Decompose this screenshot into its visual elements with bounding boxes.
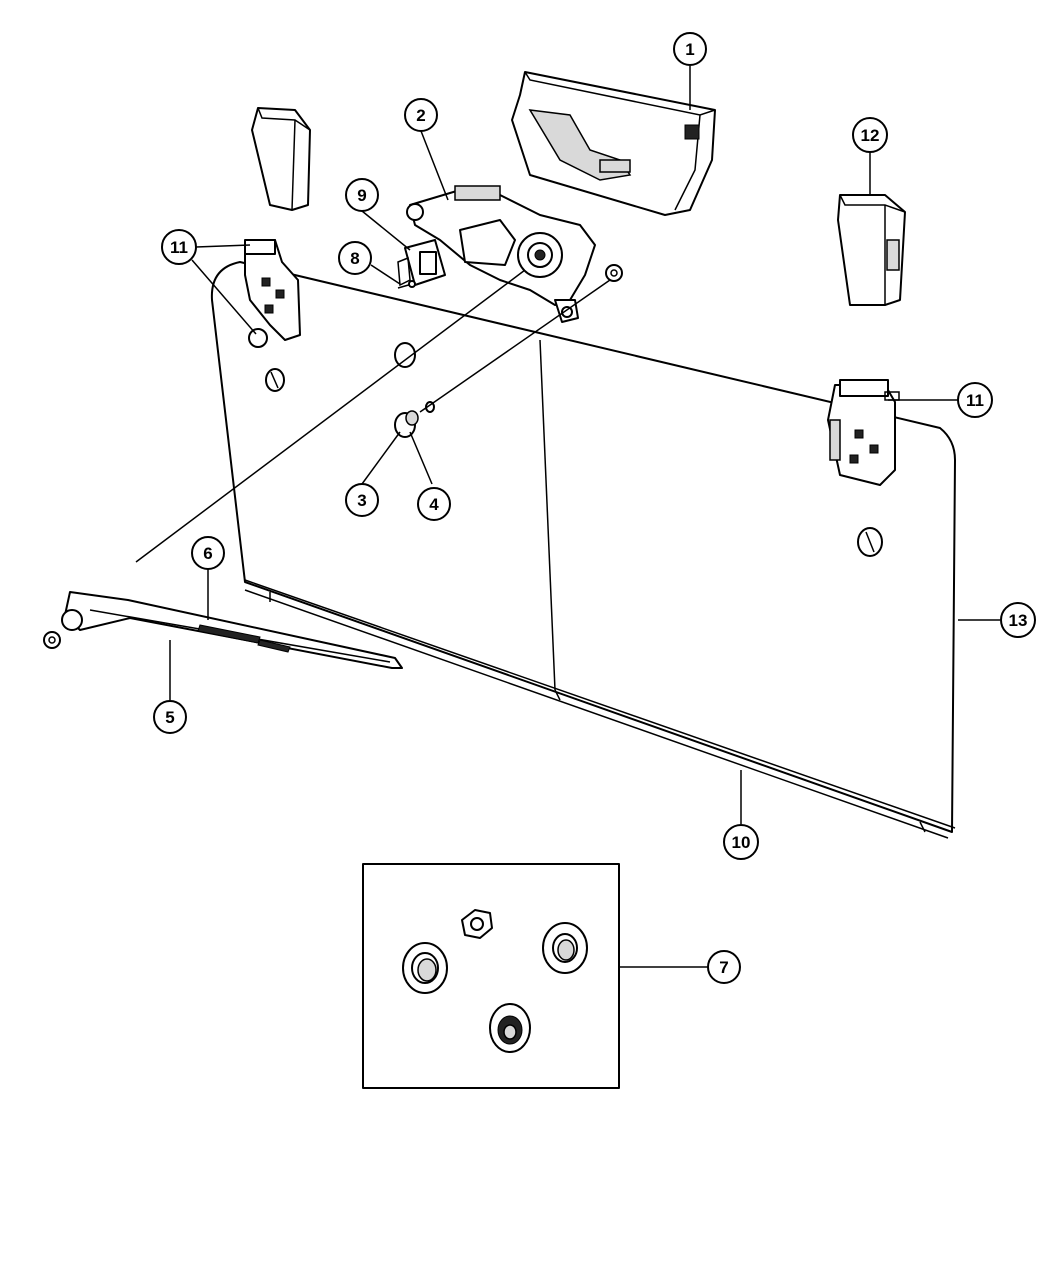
callout-11-right: 11 [957, 382, 993, 418]
callout-1: 1 [673, 32, 707, 66]
right-hinge-cover [837, 194, 906, 306]
grommet-nut [605, 264, 623, 282]
callout-label: 7 [719, 958, 728, 977]
callout-label: 10 [732, 833, 751, 852]
callout-12: 12 [852, 117, 888, 153]
callout-label: 1 [685, 40, 694, 59]
callout-label: 11 [966, 391, 984, 410]
wiper-arm-and-blade [43, 591, 403, 669]
rear-window-glass [210, 261, 956, 839]
callout-label: 12 [861, 126, 880, 145]
callout-label: 2 [416, 106, 425, 125]
hardware-kit-box [362, 863, 620, 1089]
upper-trim-cover [511, 71, 716, 216]
callout-13: 13 [1000, 602, 1036, 638]
callout-10: 10 [723, 824, 759, 860]
wiring-connector [397, 239, 446, 287]
left-hinge-cover [251, 107, 311, 211]
callout-8: 8 [338, 241, 372, 275]
callout-11-left: 11 [161, 229, 197, 265]
callout-label: 8 [350, 249, 359, 268]
callout-4: 4 [417, 487, 451, 521]
callout-label: 5 [165, 708, 174, 727]
callout-6: 6 [191, 536, 225, 570]
left-hinge [244, 239, 301, 348]
right-hinge [827, 379, 900, 486]
leader-lines [169, 66, 1000, 968]
alignment-lines [135, 269, 611, 563]
callout-9: 9 [345, 178, 379, 212]
callout-3: 3 [345, 483, 379, 517]
callout-label: 6 [203, 544, 212, 563]
wiper-motor [406, 185, 596, 323]
callout-label: 4 [429, 495, 439, 514]
callout-label: 13 [1009, 611, 1028, 630]
callout-label: 3 [357, 491, 366, 510]
callout-label: 9 [357, 186, 366, 205]
callout-label: 11 [170, 238, 188, 257]
screw [397, 280, 416, 289]
callout-7: 7 [707, 950, 741, 984]
callout-5: 5 [153, 700, 187, 734]
callout-2: 2 [404, 98, 438, 132]
